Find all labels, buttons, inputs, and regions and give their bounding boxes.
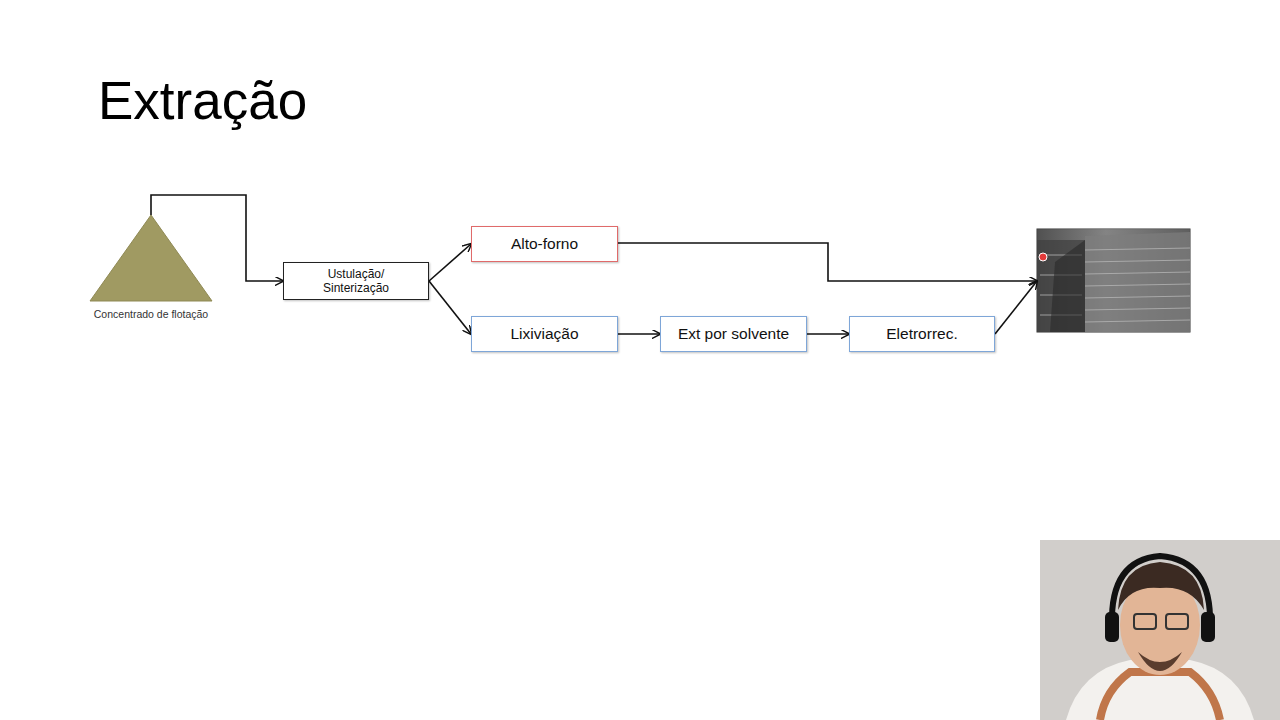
node-label: Concentrado de flotação [80, 308, 222, 321]
pile-triangle [90, 215, 212, 301]
process-box: Alto-forno [471, 226, 618, 262]
process-box: Ustulação/ Sinterização [283, 262, 429, 300]
flow-line [995, 281, 1037, 334]
webcam-overlay [1040, 540, 1280, 720]
node-label: Eletrorrec. [886, 325, 958, 344]
process-box: Ext por solvente [660, 316, 807, 352]
node-label: Ustulação/ Sinterização [315, 267, 397, 296]
flow-arrow [429, 281, 471, 334]
process-box: Lixiviação [471, 316, 618, 352]
ore-pile: Concentrado de flotação [90, 215, 212, 301]
flow-line [618, 243, 1037, 281]
flow-arrow [618, 333, 660, 335]
slide-title: Extração [98, 72, 307, 130]
flow-arrow [429, 244, 471, 281]
node-label: Ext por solvente [678, 325, 789, 344]
cathode-photo [1037, 229, 1190, 332]
node-label: Lixiviação [510, 325, 578, 344]
process-box: Eletrorrec. [849, 316, 995, 352]
flow-arrow [807, 333, 849, 335]
node-label: Alto-forno [511, 235, 578, 254]
